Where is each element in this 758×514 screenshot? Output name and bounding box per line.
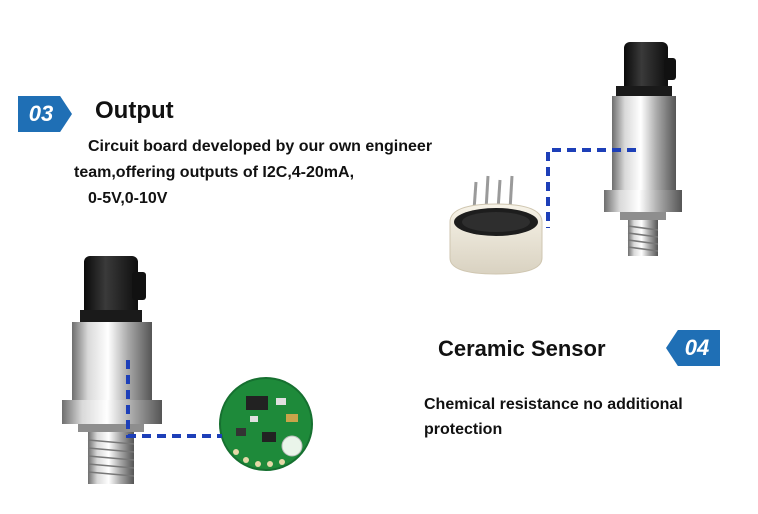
output-description-line: Circuit board developed by our own engin…: [88, 138, 433, 155]
connector-lines: [126, 148, 636, 438]
circuit-board-image: [219, 377, 313, 471]
pressure-transmitter-image: [604, 42, 682, 256]
section-title-output: Output: [95, 97, 174, 124]
section-badge-04: 04: [666, 330, 720, 366]
output-description-line: 0-5V,0-10V: [88, 190, 168, 207]
ceramic-description-line: Chemical resistance no additional: [424, 396, 683, 413]
output-description-line: team,offering outputs of I2C,4-20mA,: [74, 164, 355, 181]
section-title-ceramic-sensor: Ceramic Sensor: [438, 336, 606, 361]
ceramic-description-line: protection: [424, 421, 503, 438]
output-description: Circuit board developed by our own engin…: [74, 134, 432, 212]
ceramic-sensor-image: [449, 175, 543, 275]
pressure-transmitter-image: [62, 256, 162, 484]
section-badge-03: 03: [18, 96, 72, 132]
ceramic-description: Chemical resistance no additional protec…: [424, 392, 683, 442]
